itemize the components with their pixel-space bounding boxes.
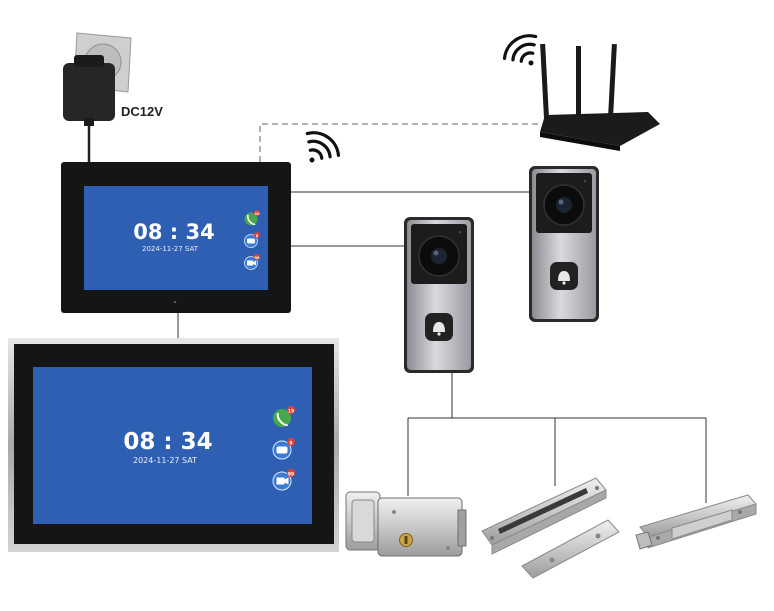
electric-rim-lock — [345, 491, 467, 557]
monitor-large-screen — [33, 367, 312, 524]
monitor-large: 08 : 34 2024-11-27 SAT 15 8 99 — [8, 338, 339, 552]
bell-icon — [433, 322, 445, 336]
svg-text:15: 15 — [288, 408, 294, 414]
svg-text:99: 99 — [255, 256, 260, 260]
wifi-link-dashed — [259, 123, 540, 162]
monitor-large-date: 2024-11-27 SAT — [133, 456, 197, 465]
router-body — [540, 112, 660, 146]
adapter-body — [63, 63, 115, 121]
wifi-icon — [305, 131, 341, 163]
monitor-large-time: 08 : 34 — [123, 429, 212, 455]
camera-icon — [244, 256, 258, 270]
message-icon — [272, 440, 292, 460]
power-adapter: DC12V — [63, 32, 163, 126]
camera-icon — [272, 471, 292, 491]
doorbell-camera-right — [529, 166, 599, 322]
doorbell-camera-left — [404, 217, 474, 373]
magnetic-lock — [481, 477, 620, 579]
monitor-small-time: 08 : 34 — [133, 220, 214, 244]
monitor-small-screen — [84, 186, 268, 290]
wiring — [87, 123, 707, 503]
message-icon — [244, 234, 258, 248]
phone-icon — [273, 409, 291, 427]
svg-text:10: 10 — [255, 212, 260, 216]
wifi-router — [540, 43, 660, 151]
svg-text:99: 99 — [288, 471, 294, 477]
monitor-small-date: 2024-11-27 SAT — [142, 245, 199, 253]
bell-icon — [558, 271, 570, 285]
phone-icon — [244, 212, 258, 226]
power-label: DC12V — [121, 104, 163, 119]
monitor-small: 08 : 34 2024-11-27 SAT 10 8 99 — [61, 162, 291, 313]
svg-text:8: 8 — [289, 440, 292, 446]
wifi-icon — [502, 34, 538, 66]
electric-bolt-lock — [635, 494, 757, 550]
svg-text:8: 8 — [256, 234, 259, 238]
